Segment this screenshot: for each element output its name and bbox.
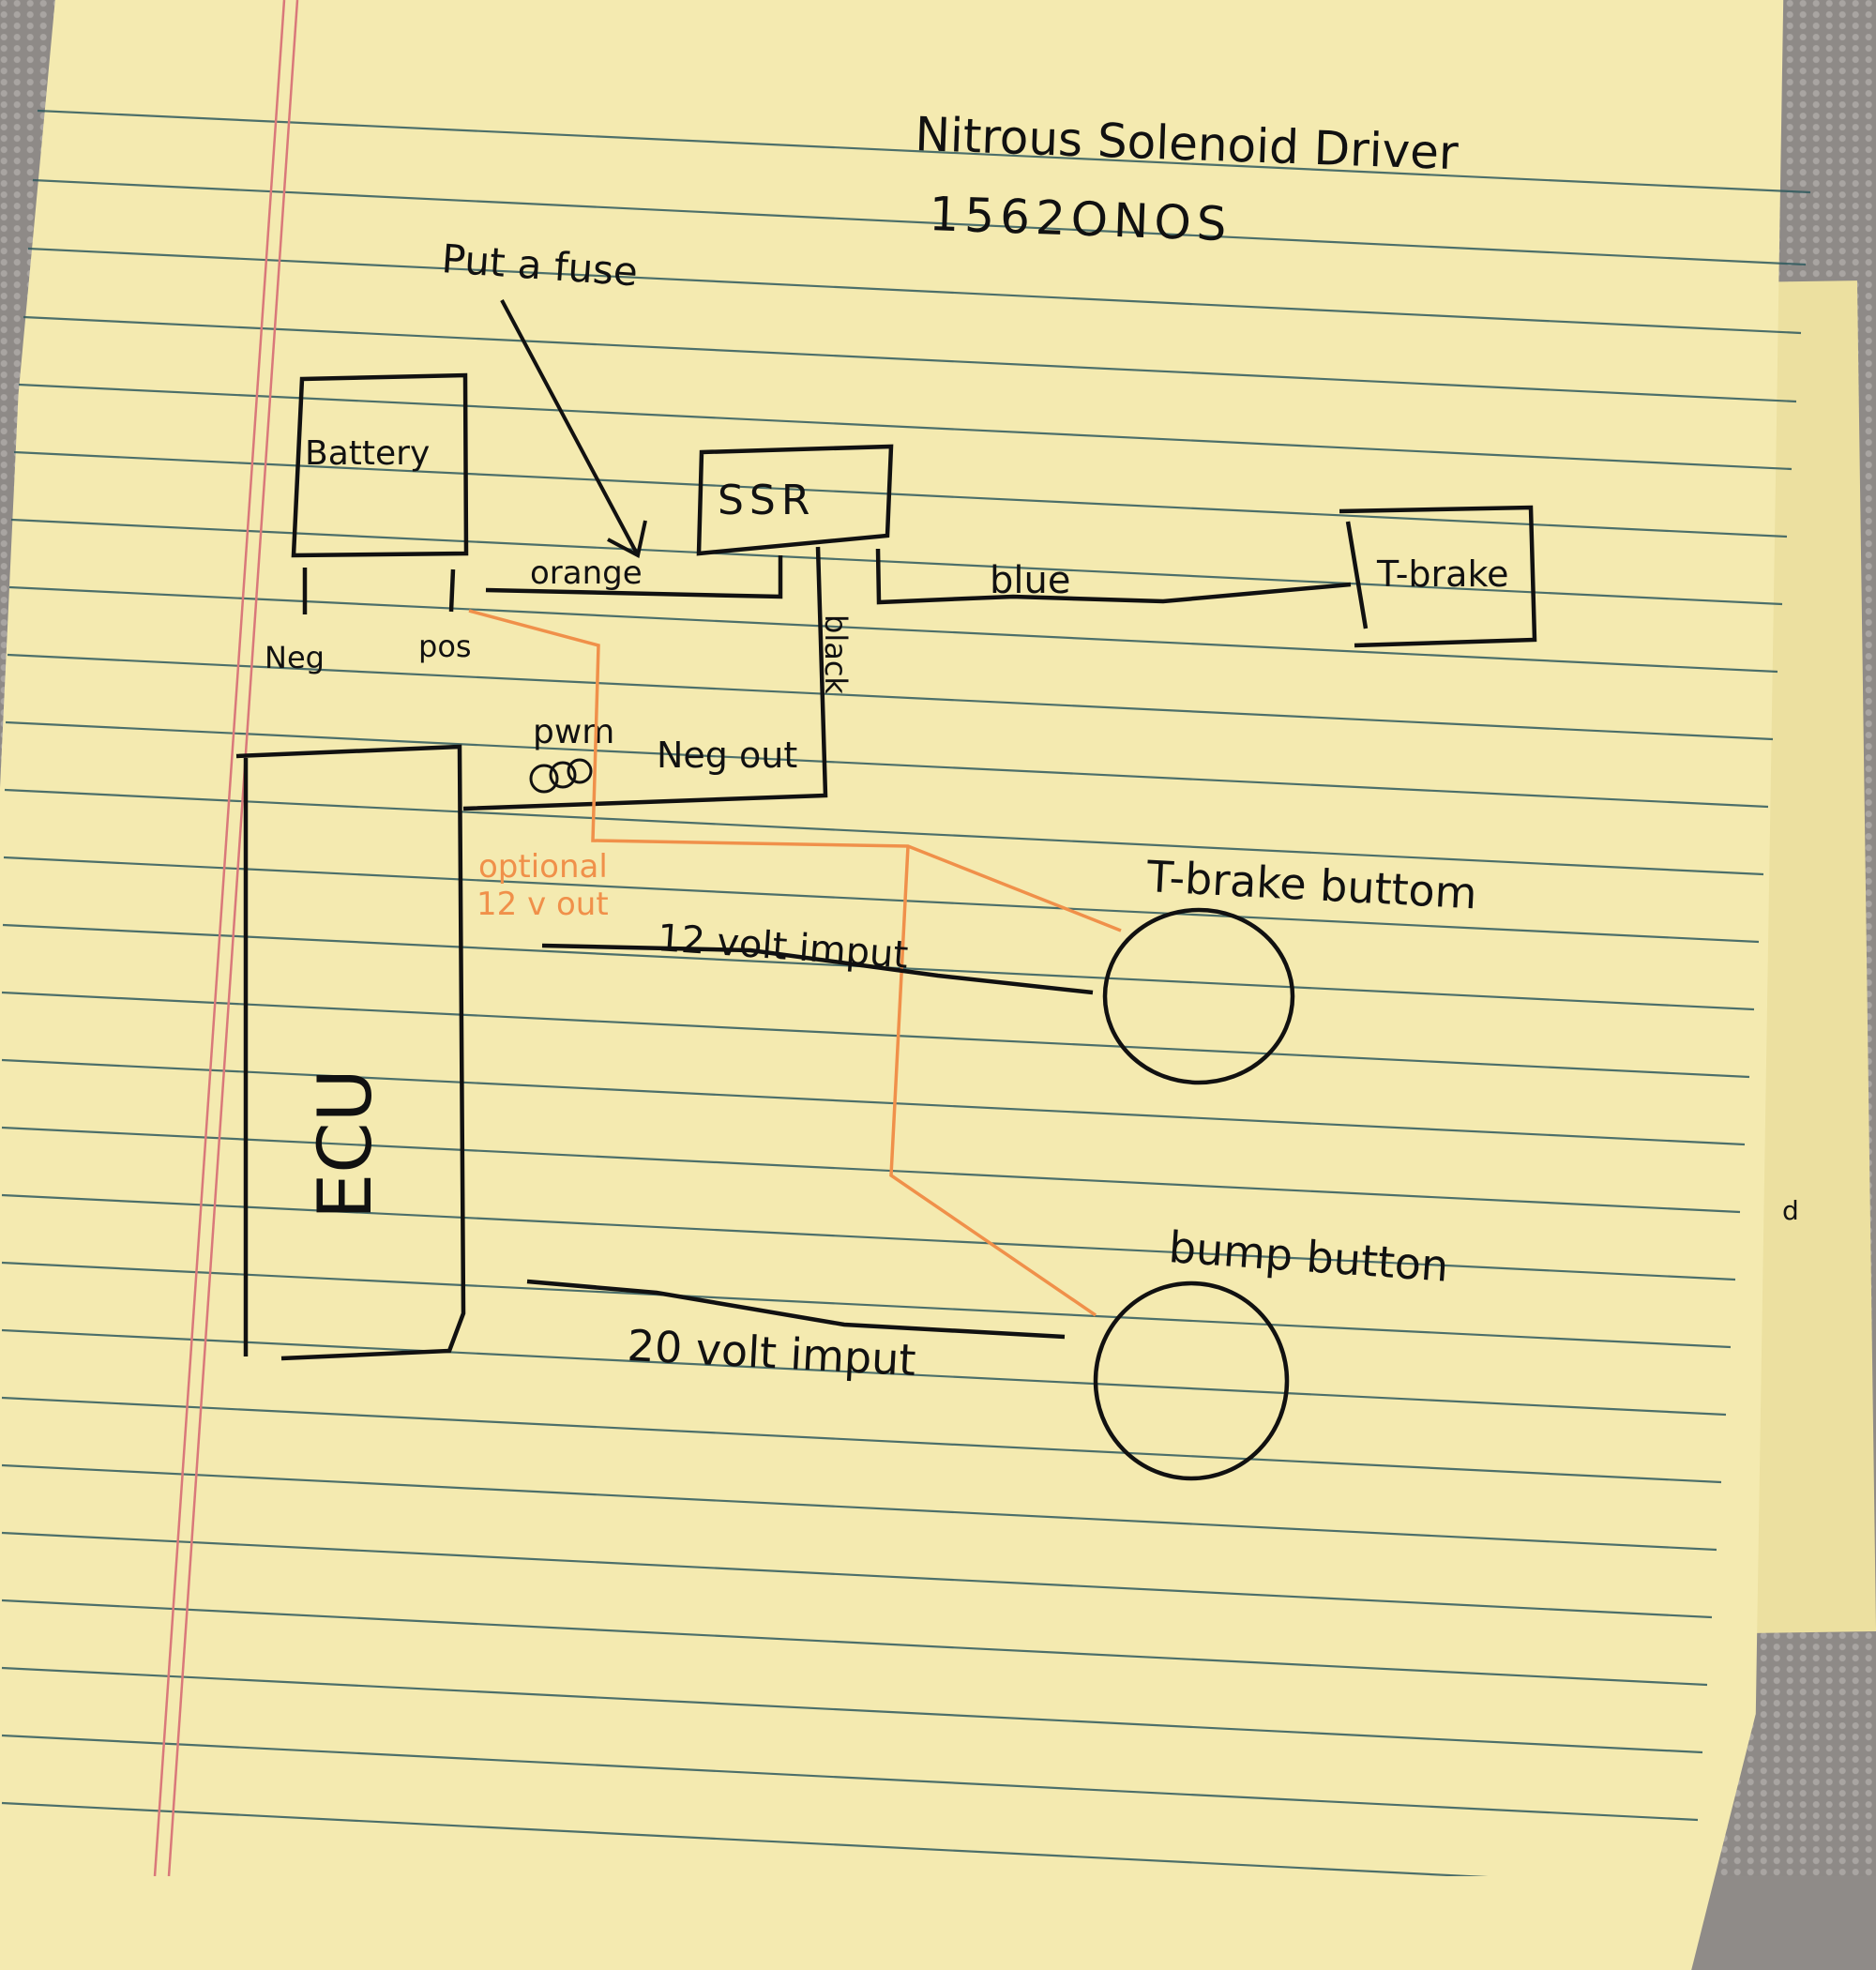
- rule-lines: [1, 109, 1811, 1876]
- pwm-label: pwm: [533, 713, 614, 751]
- ssr-label: SSR: [718, 477, 815, 524]
- 12v-input-label: 12 volt imput: [656, 917, 909, 977]
- wiring-diagram: Nitrous Solenoid Driver 1562ONOS Put a f…: [1, 0, 1811, 1876]
- battery-box: [291, 372, 469, 614]
- blue-wire-label: blue: [990, 559, 1070, 602]
- diagram-subtitle: 1562ONOS: [929, 187, 1233, 251]
- margin-mark: d: [1782, 1195, 1799, 1226]
- bump-button-circle: [1093, 1280, 1290, 1481]
- black-wire: [462, 546, 828, 811]
- battery-neg-label: Neg: [265, 640, 325, 675]
- fuse-arrow-icon: [500, 299, 647, 559]
- 20v-input-label: 20 volt imput: [626, 1320, 916, 1386]
- ecu-label: ECU: [304, 1068, 388, 1220]
- 20v-input-wire: [526, 1279, 1066, 1340]
- tbrake-box: [1339, 505, 1537, 648]
- bump-button-label: bump button: [1167, 1221, 1450, 1292]
- margin-lines: [153, 0, 299, 1876]
- legal-pad-sheet: [0, 0, 1784, 1970]
- fuse-note: Put a fuse: [440, 235, 639, 295]
- 12v-input-wire: [541, 943, 1094, 995]
- optional-label-line1: optional: [478, 848, 608, 886]
- orange-wire-label: orange: [530, 554, 643, 592]
- tbrake-button-circle: [1102, 907, 1295, 1085]
- diagram-title: Nitrous Solenoid Driver: [915, 107, 1460, 180]
- battery-pos-label: pos: [418, 629, 472, 664]
- orange-12v-wire: [468, 609, 1122, 1317]
- black-wire-label: black: [818, 614, 854, 694]
- ssr-box: [696, 444, 894, 556]
- neg-out-label: Neg out: [657, 735, 797, 776]
- scribble-mark-icon: [529, 758, 593, 794]
- ecu-box: [235, 744, 466, 1361]
- battery-label: Battery: [305, 434, 430, 473]
- orange-wire: [485, 555, 783, 599]
- optional-label-line2: 12 v out: [477, 886, 609, 923]
- blue-wire: [875, 548, 1352, 605]
- tbrake-label: T-brake: [1376, 553, 1509, 595]
